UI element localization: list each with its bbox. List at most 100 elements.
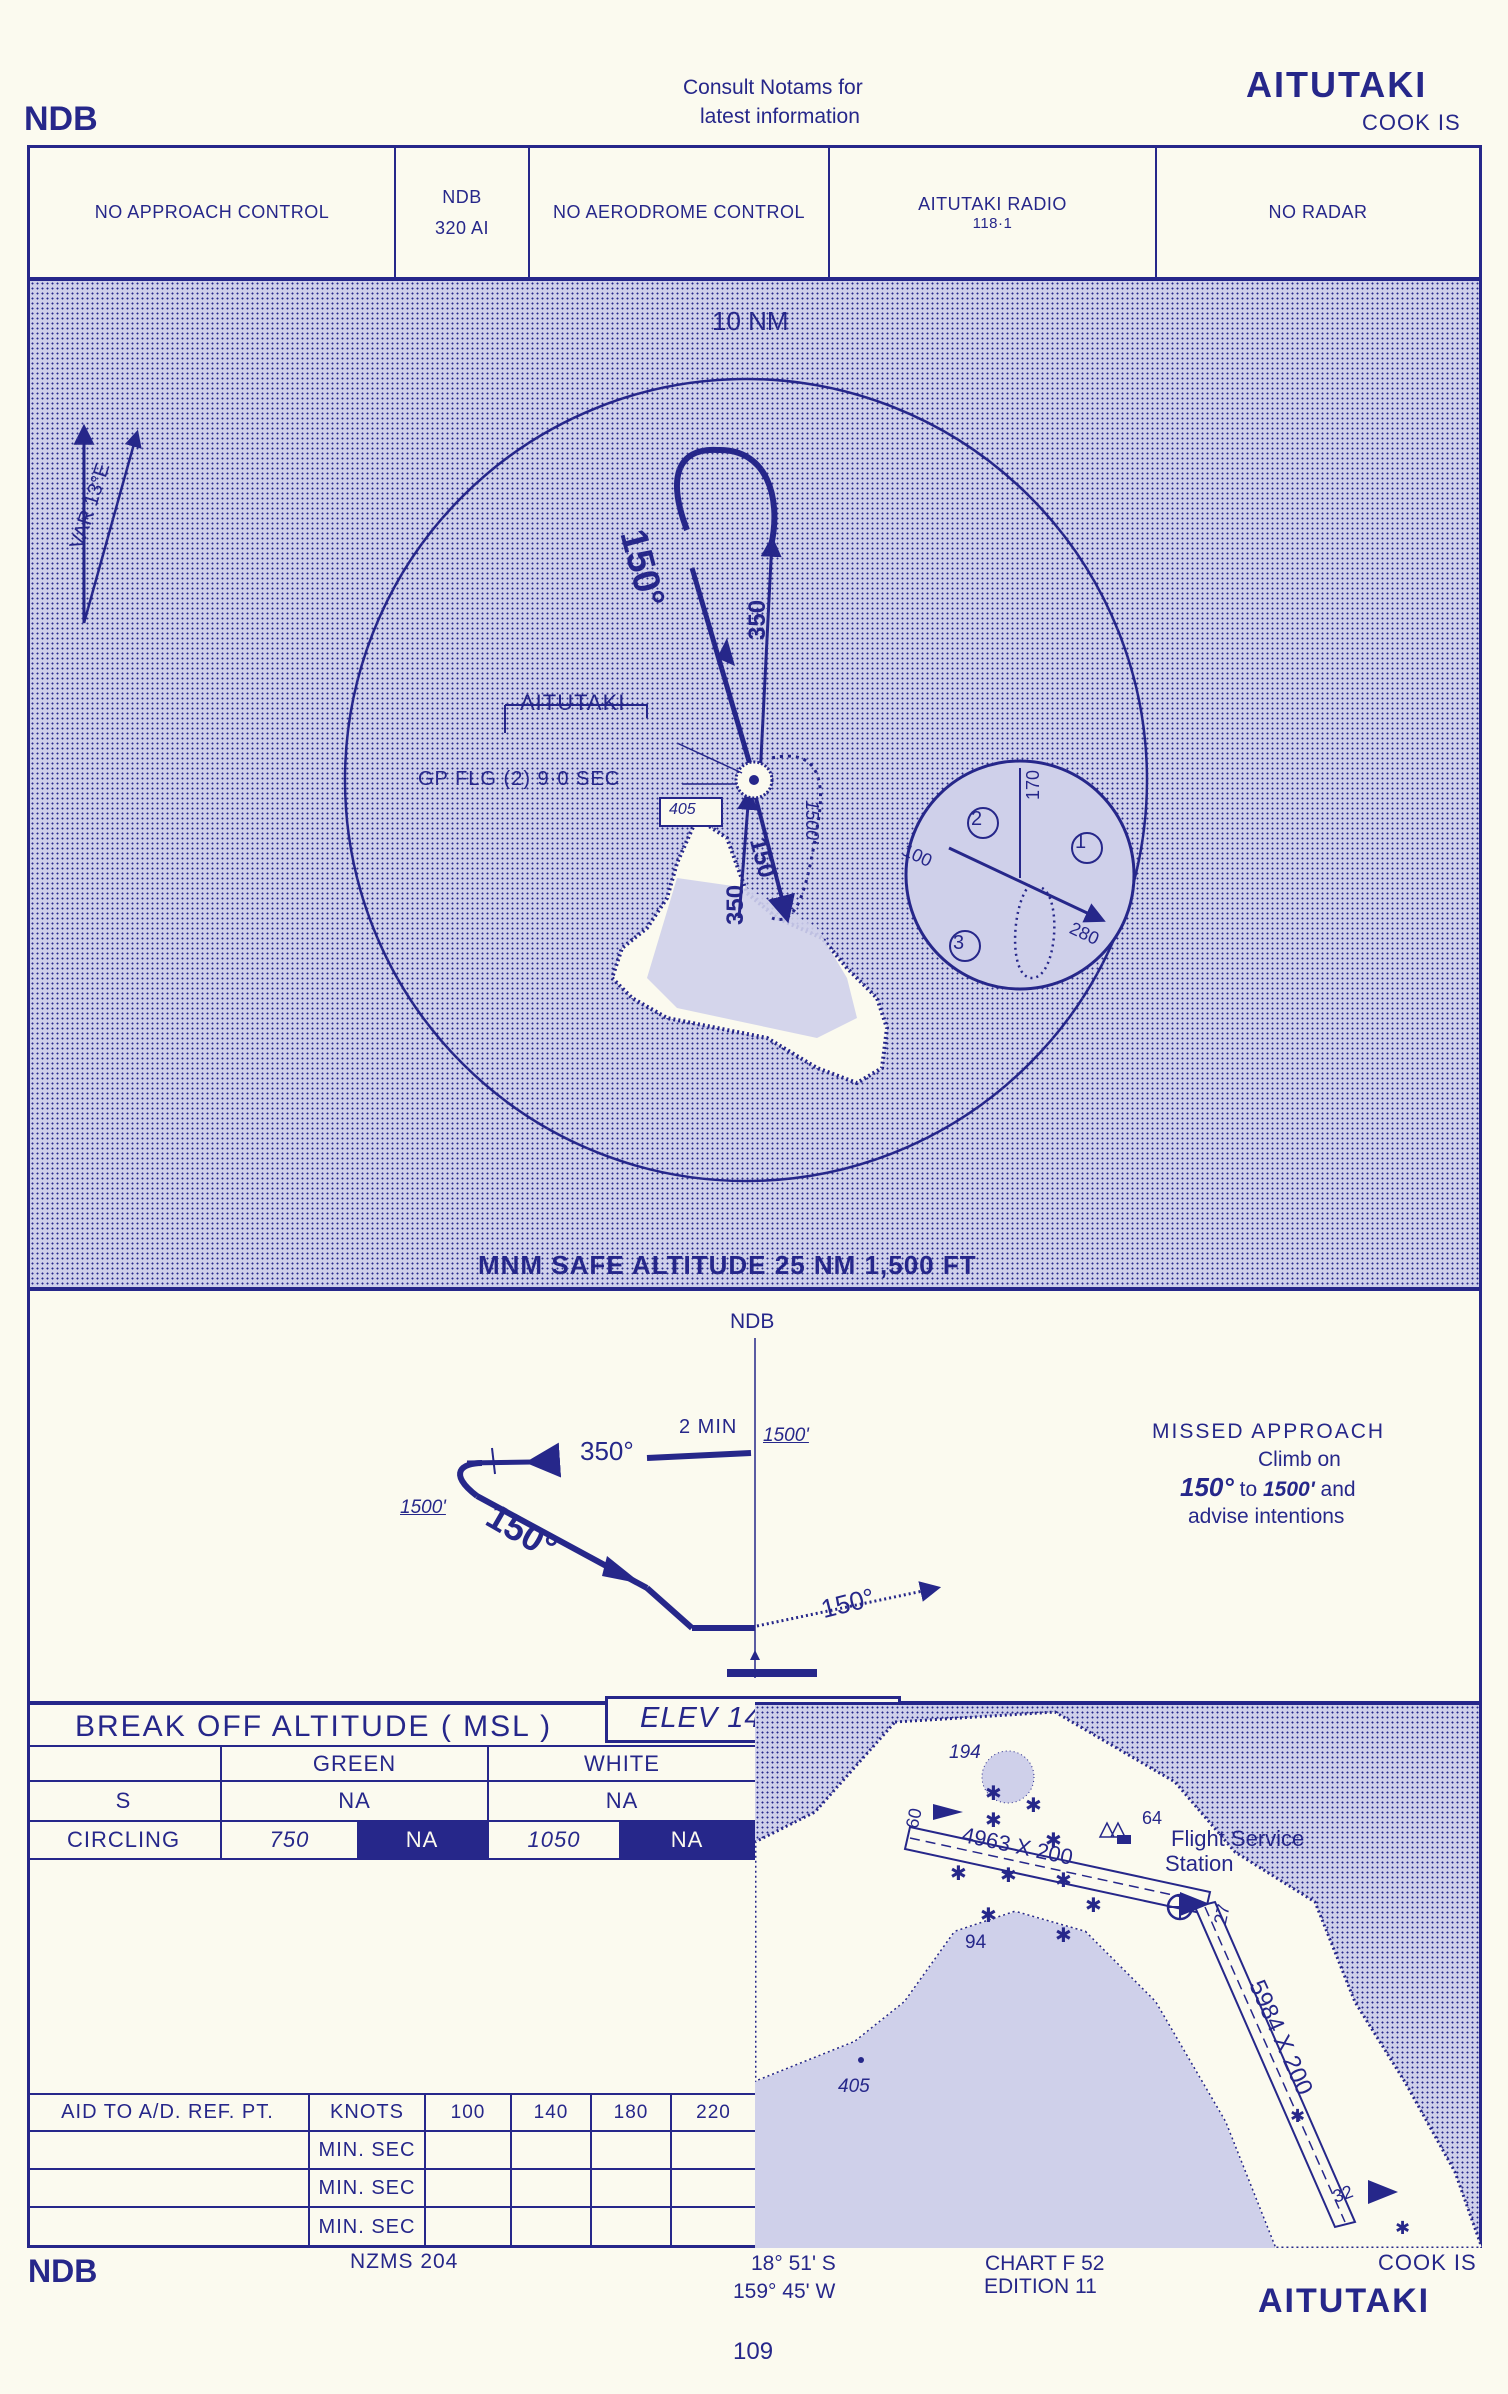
svg-text:✱: ✱ — [980, 1905, 997, 1927]
track-label-350: 350 — [744, 599, 771, 640]
sector-bearing-170: 170 — [1023, 769, 1043, 800]
fix-marker — [750, 1650, 760, 1660]
ndb-center — [749, 775, 759, 785]
missed-approach-line2: 150° to 1500' and — [1180, 1472, 1356, 1502]
ndb-leader — [676, 742, 743, 774]
facility-radar: NO RADAR — [1268, 202, 1368, 222]
procedure-turn-profile — [457, 1460, 483, 1499]
minima-rule-4 — [27, 1858, 755, 1860]
row-circling-green-a: 750 — [269, 1827, 310, 1852]
landing-arrow-west — [933, 1804, 963, 1820]
outbound-arrow — [525, 1442, 562, 1478]
svg-text:✱: ✱ — [1055, 1870, 1072, 1892]
inbound-arrowhead — [717, 638, 735, 666]
inner-label-350: 350 — [722, 884, 749, 925]
sector-line-100-280 — [948, 846, 1106, 923]
elev-405: 405 — [838, 2076, 870, 2097]
timing-col-0 — [308, 2093, 310, 2246]
sector-3: 3 — [953, 932, 965, 954]
holding-altitude: 1500' — [802, 800, 822, 844]
landing-arrow-south — [1368, 2180, 1398, 2204]
row-s-white: NA — [605, 1788, 639, 1813]
row-circling-white-a: 1050 — [527, 1827, 581, 1852]
svg-text:✱: ✱ — [1085, 1895, 1102, 1917]
col-green: GREEN — [312, 1750, 397, 1776]
lagoon-water — [755, 1912, 1275, 2248]
runway-end-60: 60 — [902, 1806, 926, 1831]
footer-longitude: 159° 45' W — [733, 2280, 836, 2303]
sector-holding — [1013, 882, 1056, 980]
runway-centerline-2 — [1204, 1906, 1346, 2223]
minima-rule-3 — [27, 1820, 755, 1822]
svg-text:✱: ✱ — [1000, 1865, 1017, 1887]
svg-text:✱: ✱ — [1395, 2218, 1410, 2238]
altitude-left: 1500' — [400, 1497, 446, 1518]
missed-approach-title: MISSED APPROACH — [1152, 1420, 1386, 1443]
aerodrome-drawing: ✱✱✱ ✱✱✱ ✱✱✱ ✱✱✱ — [755, 1710, 1482, 2248]
leg-time: 2 MIN — [679, 1416, 738, 1438]
elev-194: 194 — [949, 1742, 981, 1763]
timing-col-4 — [670, 2093, 672, 2246]
page-number: 109 — [733, 2338, 774, 2365]
landing-arrow-east — [1180, 1892, 1210, 1916]
row-circling-green-b: NA — [357, 1822, 487, 1858]
speed-220: 220 — [696, 2101, 731, 2123]
profile-outbound: 350° — [580, 1436, 634, 1466]
timing-row-3: MIN. SEC — [318, 2215, 416, 2238]
palm-trees: ✱✱✱ ✱✱✱ ✱✱✱ ✱✱✱ — [950, 1783, 1410, 2238]
minima-col-1 — [220, 1745, 222, 1858]
beacon-note: GP FLG (2) 9·0 SEC — [418, 768, 621, 790]
sector-2-ring — [967, 807, 999, 839]
outbound-track — [758, 535, 782, 779]
footer-region: COOK IS — [1378, 2250, 1477, 2275]
facility-approach: NO APPROACH CONTROL — [30, 148, 396, 277]
inbound-track — [689, 567, 757, 779]
lagoon — [647, 878, 857, 1038]
obstruction-symbol — [1098, 1821, 1127, 1838]
profile-ndb-label: NDB — [730, 1310, 775, 1333]
footer-edition: EDITION 11 — [984, 2275, 1097, 2298]
obstacle-405-dot — [858, 2057, 864, 2063]
row-circling-white-b: NA — [619, 1822, 755, 1858]
facility-aerodrome: NO AERODROME CONTROL — [530, 148, 830, 277]
sector-3-ring — [949, 930, 981, 962]
turn-tick — [491, 1447, 496, 1475]
timing-rule-1 — [27, 2130, 755, 2132]
row-s-label: S — [115, 1788, 132, 1813]
profile-drawing — [457, 1338, 942, 1678]
notam-line-1: Consult Notams for — [683, 76, 863, 99]
footer-procedure: NDB — [28, 2253, 98, 2289]
magnetic-north-arrow — [82, 429, 142, 624]
track-350 — [737, 788, 759, 919]
station-label: Station — [1165, 1851, 1234, 1876]
minima-title: BREAK OFF ALTITUDE ( MSL ) — [75, 1710, 553, 1743]
procedure-turn — [674, 446, 778, 547]
timing-row-1: MIN. SEC — [318, 2138, 416, 2161]
inbound-arrowhead-profile — [602, 1556, 642, 1584]
svg-text:✱: ✱ — [1290, 2106, 1305, 2126]
flight-service-label: Flight Service — [1171, 1826, 1305, 1851]
footer-chart: CHART F 52 — [985, 2252, 1105, 2275]
elev-94: 94 — [965, 1932, 987, 1953]
row-s-green: NA — [338, 1788, 371, 1813]
svg-text:✱: ✱ — [950, 1863, 967, 1885]
flight-service-building — [1117, 1835, 1131, 1844]
speed-100: 100 — [450, 2101, 486, 2123]
footer-latitude: 18° 51' S — [751, 2252, 836, 2275]
timing-col-2 — [510, 2093, 512, 2246]
sector-2: 2 — [971, 808, 983, 830]
notam-line-2: latest information — [700, 105, 860, 128]
timing-row-2: MIN. SEC — [318, 2176, 416, 2199]
region-label: COOK IS — [1362, 110, 1461, 135]
obstacle-box — [659, 797, 723, 827]
svg-text:✱: ✱ — [985, 1783, 1002, 1805]
descent-leg — [645, 1585, 694, 1631]
missed-approach-line1: Climb on — [1258, 1448, 1341, 1471]
footer-airport: AITUTAKI — [1258, 2282, 1431, 2320]
svg-text:✱: ✱ — [1025, 1795, 1042, 1817]
range-label: 10 NM — [712, 306, 789, 336]
minima-rule-2 — [27, 1780, 755, 1782]
timing-rule-3 — [27, 2206, 755, 2208]
timing-col-3 — [590, 2093, 592, 2246]
